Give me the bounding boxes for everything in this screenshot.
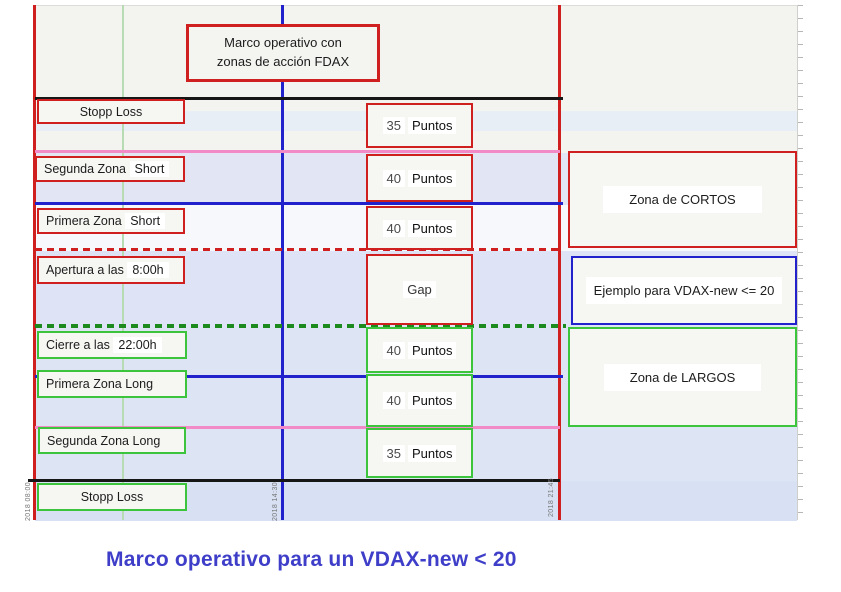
first-short-line: [35, 202, 563, 205]
points-value: 35: [382, 117, 405, 134]
points-unit: Puntos: [407, 169, 457, 187]
session-open-line: [33, 5, 36, 520]
header-box: Marco operativo con zonas de acción FDAX: [186, 24, 380, 82]
primera-zona-long-label: Primera Zona: [46, 377, 122, 391]
stop-loss-short-line: [35, 97, 563, 100]
stop-loss-long-line: [28, 479, 560, 482]
gap-box: Gap: [366, 254, 473, 325]
close-dashed-line: [35, 324, 566, 328]
points-unit: Puntos: [407, 219, 457, 237]
second-long-line: [35, 426, 560, 429]
header-line1: Marco operativo con: [224, 35, 342, 51]
points-unit: Puntos: [407, 444, 457, 462]
zona-largos-label: Zona de LARGOS: [603, 363, 762, 391]
ejemplo-vdax-box: Ejemplo para VDAX-new <= 20: [571, 256, 797, 325]
points-value: 40: [382, 169, 405, 187]
cierre-label: Cierre a las: [46, 338, 110, 352]
segunda-zona-long-label: Segunda Zona: [47, 433, 130, 448]
primera-zona-short-box: Primera Zona Short: [37, 208, 185, 234]
midday-line: [281, 5, 284, 520]
zona-cortos-label: Zona de CORTOS: [603, 186, 762, 213]
time-label-close: 2018 21:45: [548, 477, 555, 517]
zona-cortos-box: Zona de CORTOS: [568, 151, 797, 248]
segunda-zona-short-value: Short: [129, 161, 170, 177]
gap-label: Gap: [403, 281, 436, 298]
zona-largos-box: Zona de LARGOS: [568, 327, 797, 427]
points-unit: Puntos: [407, 117, 457, 134]
points-box-short-1: 40 Puntos: [366, 154, 473, 202]
cierre-box: Cierre a las 22:00h: [37, 331, 187, 359]
header-line2: zonas de acción FDAX: [216, 54, 350, 69]
session-close-line: [558, 5, 561, 520]
first-long-line: [35, 375, 563, 378]
points-box-long-1: 40 Puntos: [366, 374, 473, 427]
points-box-short-0: 40 Puntos: [366, 206, 473, 250]
right-axis-ticks: [797, 5, 803, 520]
segunda-zona-short-label: Segunda Zona: [44, 162, 127, 176]
points-value: 40: [382, 341, 405, 359]
apertura-box: Apertura a las 8:00h: [37, 256, 185, 284]
points-unit: Puntos: [407, 392, 457, 409]
cierre-time: 22:00h: [113, 337, 162, 353]
points-box-long-0: 40 Puntos: [366, 327, 473, 373]
points-box-short-2: 35 Puntos: [366, 103, 473, 148]
points-value: 35: [382, 444, 405, 462]
points-value: 40: [382, 392, 405, 409]
ejemplo-vdax-label: Ejemplo para VDAX-new <= 20: [585, 277, 783, 304]
apertura-label: Apertura a las: [46, 263, 124, 277]
stopp-loss-top-box: Stopp Loss: [37, 99, 185, 124]
primera-zona-short-value: Short: [125, 213, 166, 229]
primera-zona-short-label: Primera Zona: [46, 214, 122, 228]
stopp-loss-bottom-label: Stopp Loss: [80, 490, 144, 504]
points-value: 40: [382, 219, 405, 237]
second-short-line: [35, 150, 560, 153]
time-label-open: 2018 08:00: [25, 481, 32, 521]
points-unit: Puntos: [407, 341, 457, 359]
time-label-midday: 2018 14:30: [272, 481, 279, 521]
segunda-zona-short-box: Segunda Zona Short: [35, 156, 185, 182]
open-dashed-line: [35, 248, 563, 251]
stopp-loss-top-label: Stopp Loss: [79, 104, 143, 119]
apertura-time: 8:00h: [127, 262, 169, 278]
caption: Marco operativo para un VDAX-new < 20: [106, 548, 517, 571]
primera-zona-long-box: Primera Zona Long: [37, 370, 187, 398]
segunda-zona-long-box: Segunda Zona Long: [38, 427, 186, 454]
points-box-long-2: 35 Puntos: [366, 428, 473, 478]
stopp-loss-bottom-box: Stopp Loss: [37, 483, 187, 511]
segunda-zona-long-value: Long: [132, 433, 161, 448]
primera-zona-long-value: Long: [125, 377, 154, 391]
